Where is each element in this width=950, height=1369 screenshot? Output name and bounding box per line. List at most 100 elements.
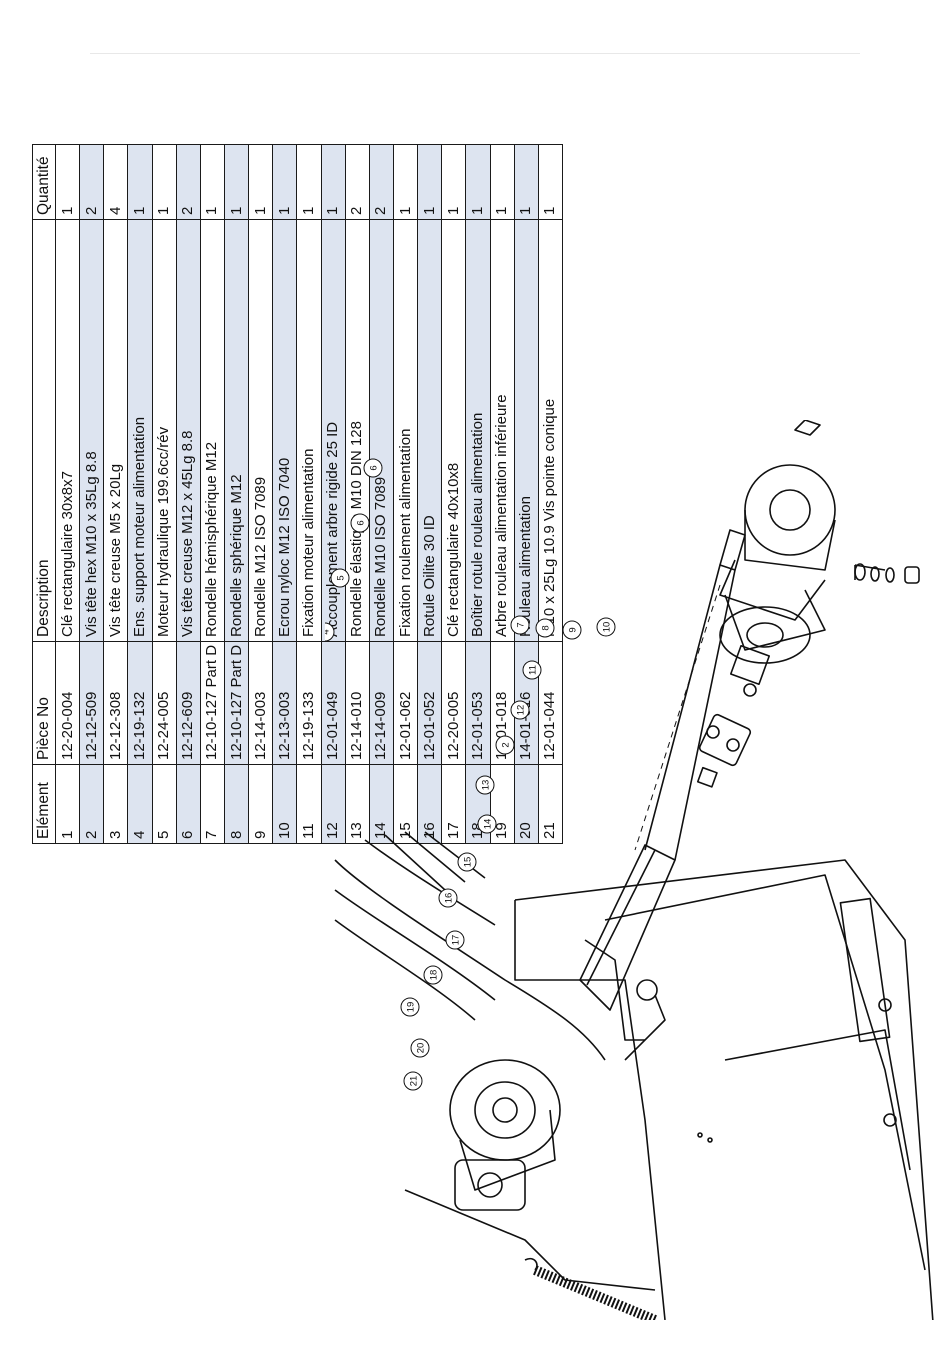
callout-label: 17	[451, 935, 462, 946]
cell-quantity: 1	[272, 144, 297, 220]
cell-description: Vis tête hex M10 x 35Lg 8.8	[79, 219, 104, 642]
cell-element: 10	[272, 764, 297, 844]
cell-quantity: 1	[127, 144, 153, 220]
callout-circle	[522, 660, 542, 680]
cell-quantity: 1	[152, 144, 177, 220]
center-line	[634, 584, 721, 851]
callout-circle	[596, 617, 616, 637]
cell-quantity: 2	[345, 144, 370, 220]
cell-element: 11	[296, 764, 322, 844]
callout-circle	[403, 1071, 423, 1091]
cell-quantity: 1	[200, 144, 225, 220]
cell-description: Vis tête creuse M5 x 20Lg	[103, 219, 128, 642]
cell-part-no: 12-19-132	[127, 641, 153, 765]
cell-quantity: 1	[538, 144, 563, 220]
cell-description: Rondelle hémisphérique M12	[200, 219, 225, 642]
callout-label: 16	[444, 893, 455, 904]
callout-circle	[457, 852, 477, 872]
cell-element: 2	[79, 764, 104, 844]
cell-part-no: 12-12-609	[176, 641, 201, 765]
chassis-frame	[514, 859, 936, 1351]
cell-element: 6	[176, 764, 201, 844]
cell-part-no: 12-14-003	[248, 641, 273, 765]
cell-quantity: 1	[417, 144, 442, 220]
header-part-no: Pièce No	[32, 641, 56, 765]
callout-circle	[445, 930, 465, 950]
callout-label: 10	[602, 622, 613, 633]
cell-part-no: 12-12-509	[79, 641, 104, 765]
cell-quantity: 1	[248, 144, 273, 220]
table-header-row: Elément Pièce No Description Quantité	[32, 144, 56, 844]
cell-description: Vis tête creuse M12 x 45Lg 8.8	[176, 219, 201, 642]
cell-description: Ens. support moteur alimentation	[127, 219, 153, 642]
callout-label: 6	[356, 520, 367, 525]
callout-label: 2	[501, 742, 512, 747]
cell-part-no: 12-20-004	[55, 641, 80, 765]
callout-circle	[475, 775, 495, 795]
callout-label: 13	[481, 780, 492, 791]
cell-quantity: 1	[296, 144, 322, 220]
cell-description: Ecrou nyloc M12 ISO 7040	[272, 219, 297, 642]
cell-description: Moteur hydraulique 199.6cc/rév	[152, 219, 177, 642]
callout-circle	[477, 814, 497, 834]
cell-description: Rondelle M12 ISO 7089	[248, 219, 273, 642]
cell-element: 3	[103, 764, 128, 844]
header-description: Description	[32, 219, 56, 642]
cell-quantity: 1	[465, 144, 491, 220]
cell-description: Fixation moteur alimentation	[296, 219, 322, 642]
cell-quantity: 2	[79, 144, 104, 220]
callout-label: 8	[541, 625, 552, 630]
callout-label: 20	[416, 1043, 427, 1054]
cell-part-no: 12-10-127 Part D	[224, 641, 249, 765]
cell-element: 8	[224, 764, 249, 844]
cell-element: 7	[200, 764, 225, 844]
callout-circle	[510, 615, 530, 635]
cell-quantity: 1	[393, 144, 418, 220]
cell-quantity: 1	[514, 144, 539, 220]
cell-part-no: 12-10-127 Part D	[200, 641, 225, 765]
callout-circle	[330, 568, 350, 588]
callout-label: 7	[516, 622, 527, 627]
callout-label: 15	[463, 857, 474, 868]
cell-element: 4	[127, 764, 153, 844]
cell-quantity: 2	[176, 144, 201, 220]
cell-quantity: 1	[490, 144, 515, 220]
callout-label: 9	[568, 627, 579, 632]
callout-group: 12345667891011122131415161718192021	[270, 458, 616, 1091]
callout-label: 21	[409, 1076, 420, 1087]
wheel-arc	[334, 831, 606, 1061]
callout-circle	[350, 513, 370, 533]
cell-element: 9	[248, 764, 273, 844]
callout-circle	[562, 620, 582, 640]
callout-label: 18	[429, 970, 440, 981]
callout-circle	[510, 700, 530, 720]
header-quantity: Quantité	[32, 144, 56, 220]
cell-part-no: 12-13-003	[272, 641, 297, 765]
feed-roller	[579, 529, 746, 1061]
callout-label: 14	[483, 819, 494, 830]
cell-quantity: 4	[103, 144, 128, 220]
header-element: Elément	[32, 764, 56, 844]
callout-label: 11	[528, 665, 539, 675]
callout-circle	[410, 1038, 430, 1058]
header-rule	[90, 53, 860, 54]
callout-label: 19	[406, 1002, 417, 1013]
cell-quantity: 1	[441, 144, 466, 220]
cell-part-no: 12-12-308	[103, 641, 128, 765]
cell-part-no: 12-19-133	[296, 641, 322, 765]
tension-spring	[524, 1257, 657, 1325]
exploded-assembly-drawing: 12345667891011122131415161718192021	[270, 419, 945, 1351]
callout-circle	[400, 997, 420, 1017]
cell-description: Rondelle sphérique M12	[224, 219, 249, 642]
callout-circle	[363, 458, 383, 478]
